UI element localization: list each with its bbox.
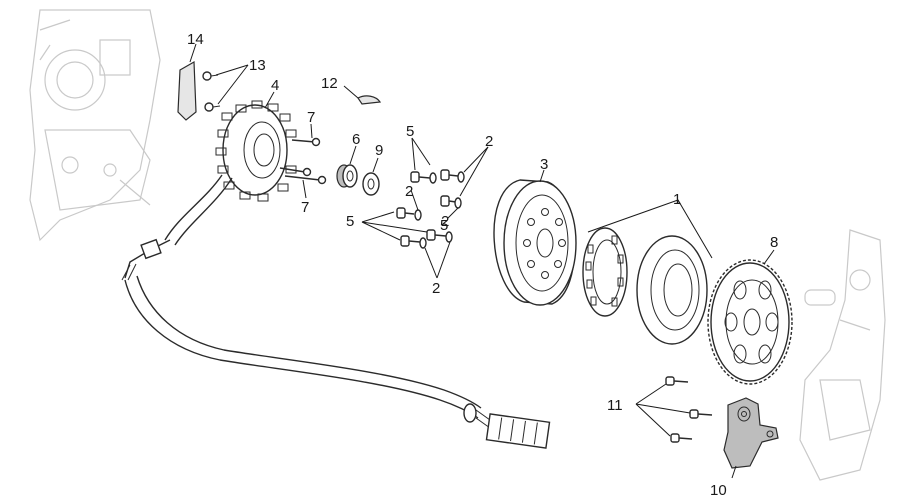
label-2-mid-right: 2 — [441, 213, 449, 230]
label-9: 9 — [375, 142, 383, 159]
label-2-bottom: 2 — [432, 280, 440, 297]
label-5-top: 5 — [406, 123, 414, 140]
wiring-harness — [121, 174, 551, 449]
callout-labels: 1 2 2 2 2 3 4 5 5 5 6 7 7 8 9 10 11 12 1… — [187, 31, 778, 499]
label-4: 4 — [271, 77, 279, 94]
label-6: 6 — [352, 131, 360, 148]
part-13-screws — [202, 64, 249, 112]
part-7-screws — [279, 123, 327, 199]
leader-lines-5-2 — [361, 137, 489, 279]
part-5-bolts — [396, 169, 459, 247]
label-7-top: 7 — [307, 109, 315, 126]
part-14-bracket — [177, 43, 197, 121]
part-11-screws — [635, 376, 713, 443]
label-10: 10 — [710, 482, 727, 499]
label-7-bottom: 7 — [301, 199, 309, 216]
engine-case-left-ghost — [29, 9, 161, 242]
label-3: 3 — [540, 156, 548, 173]
label-2-top: 2 — [485, 133, 493, 150]
part-12-key — [343, 85, 382, 105]
label-14: 14 — [187, 31, 204, 48]
part-4-stator — [215, 91, 297, 202]
label-11: 11 — [607, 397, 623, 414]
part-9-washer — [362, 157, 380, 196]
label-8: 8 — [770, 234, 778, 251]
label-12: 12 — [321, 75, 338, 92]
part-3-flywheel — [493, 169, 577, 306]
label-13: 13 — [249, 57, 266, 74]
part-1-freewheel — [582, 199, 713, 345]
engine-case-right-ghost — [799, 229, 886, 481]
label-5-left: 5 — [346, 213, 354, 230]
label-1: 1 — [673, 191, 681, 208]
part-8-starter-gear — [707, 249, 793, 385]
part-6-spacer — [336, 145, 358, 188]
label-2-mid-left: 2 — [405, 183, 413, 200]
part-10-sensor-bracket — [723, 397, 779, 479]
label-5-mid: 5 — [440, 217, 448, 234]
